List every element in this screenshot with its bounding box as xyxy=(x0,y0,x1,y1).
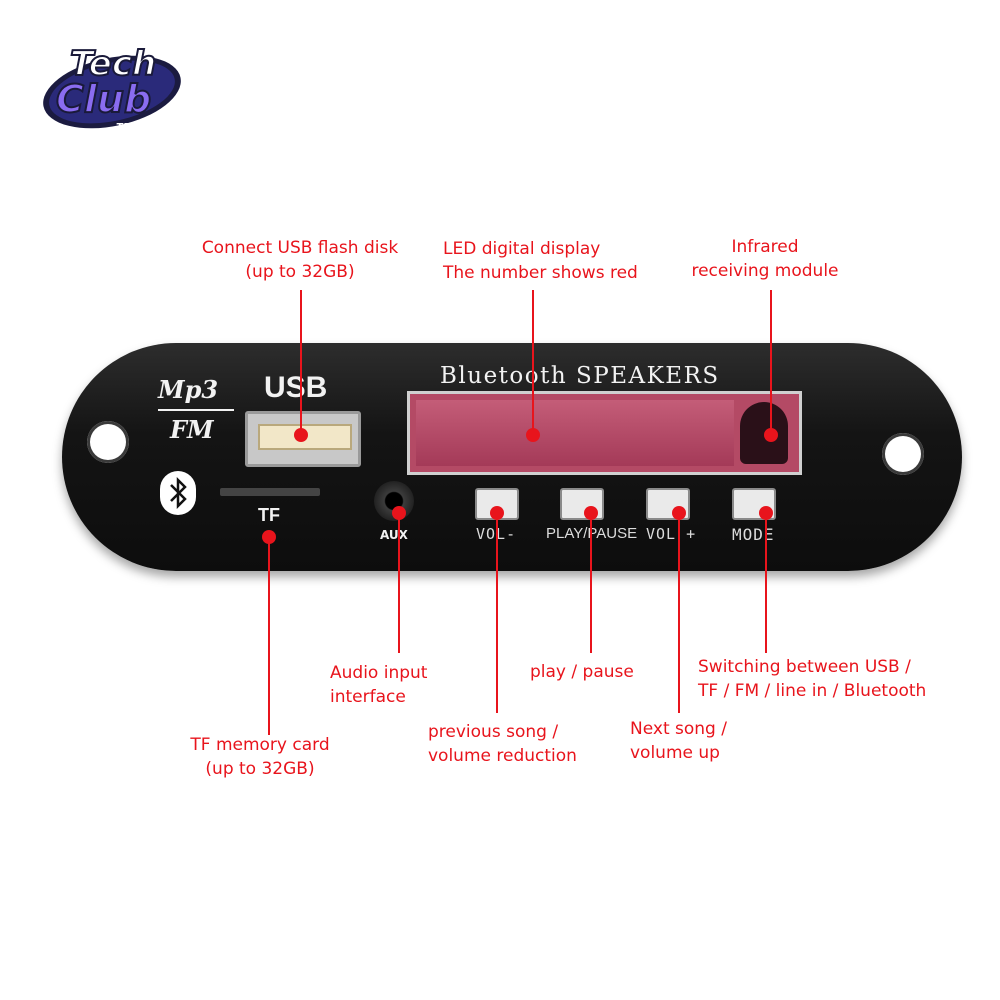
next-leader xyxy=(678,513,680,713)
next-annotation-line2: volume up xyxy=(630,743,720,763)
next-dot xyxy=(672,506,686,520)
ir-dot xyxy=(764,428,778,442)
logo-text-club: Club xyxy=(56,77,151,121)
usb-annotation: Connect USB flash disk (up to 32GB) xyxy=(180,236,420,284)
logo-text-techclub: TECH CLUB xyxy=(116,122,178,133)
mode-annotation: Switching between USB / TF / FM / line i… xyxy=(698,655,926,703)
panel-title: Bluetooth SPEAKERS xyxy=(440,363,720,389)
play-leader xyxy=(590,513,592,653)
mode-leader xyxy=(765,513,767,653)
ir-leader xyxy=(770,290,772,438)
led-annotation-line1: LED digital display xyxy=(443,239,601,259)
mp3-module-panel: Mp3 FM USB TF AUX Bluetooth SPEAKERS VOL… xyxy=(62,343,962,571)
play-dot xyxy=(584,506,598,520)
mode-dot xyxy=(759,506,773,520)
tf-annotation: TF memory card (up to 32GB) xyxy=(170,733,350,781)
tf-dot xyxy=(262,530,276,544)
play-annotation-line1: play / pause xyxy=(530,662,634,682)
vol-plus-label: VOL + xyxy=(646,525,697,543)
tf-annotation-line1: TF memory card xyxy=(190,735,330,755)
usb-label: USB xyxy=(264,371,328,404)
led-dot xyxy=(526,428,540,442)
mp3-fm-divider xyxy=(158,409,234,411)
usb-leader xyxy=(300,290,302,438)
mount-hole-left xyxy=(87,421,129,463)
aux-leader xyxy=(398,513,400,653)
fm-label: FM xyxy=(170,415,214,444)
logo-shape: Tech Club TECH CLUB xyxy=(43,43,181,133)
prev-annotation-line1: previous song / xyxy=(428,722,559,742)
aux-dot xyxy=(392,506,406,520)
tf-card-slot[interactable] xyxy=(220,488,320,496)
ir-annotation-line1: Infrared xyxy=(731,237,799,257)
usb-dot xyxy=(294,428,308,442)
usb-annotation-line2: (up to 32GB) xyxy=(245,262,355,282)
usb-port[interactable] xyxy=(245,411,361,467)
aux-label: AUX xyxy=(380,528,408,542)
mode-annotation-line2: TF / FM / line in / Bluetooth xyxy=(698,681,927,701)
usb-annotation-line1: Connect USB flash disk xyxy=(201,238,399,258)
logo-text-tech: Tech xyxy=(70,44,156,84)
tf-label: TF xyxy=(258,505,280,525)
ir-annotation-line2: receiving module xyxy=(691,261,839,281)
led-annotation-line2: The number shows red xyxy=(443,263,638,283)
tech-club-logo: Tech Club TECH CLUB xyxy=(30,30,190,140)
next-annotation: Next song / volume up xyxy=(630,717,727,765)
prev-annotation: previous song / volume reduction xyxy=(428,720,577,768)
prev-annotation-line2: volume reduction xyxy=(428,746,577,766)
aux-annotation: Audio input interface xyxy=(330,661,427,709)
bluetooth-icon xyxy=(160,471,196,515)
aux-annotation-line1: Audio input xyxy=(330,663,428,683)
play-annotation: play / pause xyxy=(530,660,634,684)
next-annotation-line1: Next song / xyxy=(630,719,727,739)
prev-dot xyxy=(490,506,504,520)
led-display xyxy=(407,391,802,475)
mp3-label: Mp3 xyxy=(158,375,219,404)
ir-annotation: Infrared receiving module xyxy=(680,235,850,283)
led-leader xyxy=(532,290,534,438)
tf-annotation-line2: (up to 32GB) xyxy=(205,759,315,779)
prev-leader xyxy=(496,513,498,713)
tf-leader xyxy=(268,537,270,735)
mode-button[interactable] xyxy=(732,488,776,520)
mode-label: MODE xyxy=(732,525,775,544)
vol-minus-label: VOL- xyxy=(476,525,516,543)
vol-minus-button[interactable] xyxy=(475,488,519,520)
led-annotation: LED digital display The number shows red xyxy=(443,237,638,285)
led-display-inner xyxy=(416,400,734,466)
mount-hole-right xyxy=(882,433,924,475)
aux-annotation-line2: interface xyxy=(330,687,406,707)
mode-annotation-line1: Switching between USB / xyxy=(698,657,911,677)
